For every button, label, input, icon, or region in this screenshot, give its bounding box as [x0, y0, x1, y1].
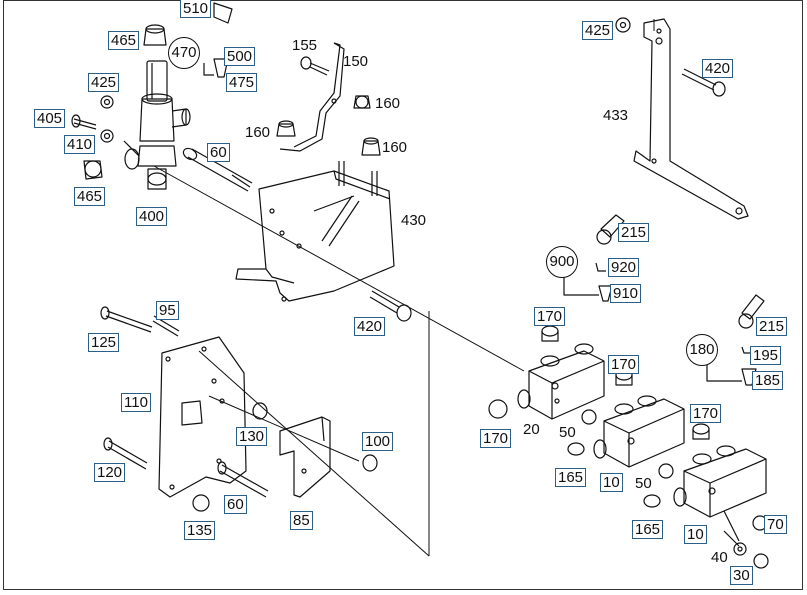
callout-170-left: 170	[480, 429, 512, 448]
guide-lines	[153, 19, 655, 557]
callout-20: 20	[523, 421, 540, 438]
bolt-60-upper	[182, 147, 253, 192]
callout-920: 920	[608, 258, 640, 277]
callout-60-top: 60	[207, 143, 230, 162]
callout-215-upper: 215	[618, 223, 650, 242]
callout-150: 150	[343, 53, 369, 70]
fittings	[563, 214, 765, 386]
callout-10-upper: 10	[600, 473, 623, 492]
bracket-150	[279, 42, 345, 152]
callout-425-left: 425	[88, 73, 120, 92]
callout-160-right: 160	[375, 95, 401, 112]
callout-195: 195	[750, 346, 782, 365]
callout-160-left: 160	[245, 124, 271, 141]
callout-910: 910	[610, 284, 642, 303]
bolt-420-center	[369, 290, 412, 322]
plugs-170-165-50	[488, 325, 769, 569]
callout-160-lower: 160	[382, 139, 408, 156]
callout-70: 70	[764, 515, 787, 534]
callout-430: 430	[401, 212, 427, 229]
callout-30: 30	[730, 566, 753, 585]
callout-465-left: 465	[74, 187, 106, 206]
callout-405: 405	[34, 109, 66, 128]
callout-60-lower: 60	[224, 495, 247, 514]
callout-170-right: 170	[690, 404, 722, 423]
bracket-85	[279, 416, 331, 498]
callout-475: 475	[226, 73, 258, 92]
callout-130: 130	[236, 427, 268, 446]
bolts-lower-left	[100, 306, 378, 512]
callout-170-mid: 170	[608, 355, 640, 374]
callout-433: 433	[603, 107, 629, 124]
bolt-420-right	[681, 68, 726, 97]
callout-10-lower: 10	[684, 525, 707, 544]
callout-170-top: 170	[534, 307, 566, 326]
callout-165-lower: 165	[632, 520, 664, 539]
valve-assembly-400	[123, 60, 191, 190]
plate-110	[158, 336, 247, 498]
callout-215-lower: 215	[756, 317, 788, 336]
callout-410: 410	[64, 135, 96, 154]
callout-110: 110	[121, 393, 151, 412]
valve-block-middle	[593, 395, 685, 468]
main-bracket-430	[235, 161, 395, 302]
callout-155: 155	[292, 37, 318, 54]
callout-165-upper: 165	[555, 468, 587, 487]
top-left-hardware	[71, 2, 233, 180]
callout-125: 125	[88, 333, 120, 352]
parts-exploded-view	[71, 2, 769, 569]
callout-510: 510	[180, 0, 212, 18]
washer-425-right	[615, 17, 631, 33]
callout-85: 85	[290, 511, 313, 530]
valve-block-lower	[673, 445, 767, 518]
callout-95: 95	[156, 301, 179, 320]
callout-425-right: 425	[582, 21, 614, 40]
callout-500: 500	[224, 47, 256, 66]
callout-420-center: 420	[354, 317, 386, 336]
callout-135: 135	[184, 521, 216, 540]
valve-block-upper	[517, 343, 605, 420]
callout-465-top: 465	[108, 31, 140, 50]
callout-120: 120	[94, 463, 126, 482]
callout-50-lower: 50	[635, 475, 652, 492]
callout-420-right: 420	[702, 59, 734, 78]
bracket-433	[633, 18, 749, 220]
bolt-155	[300, 56, 330, 76]
callout-900: 900	[546, 246, 578, 278]
callout-40: 40	[711, 549, 728, 566]
callout-180: 180	[686, 334, 718, 366]
callout-470: 470	[168, 37, 200, 69]
callout-185: 185	[752, 371, 784, 390]
diagram-frame: 510 465 470 500 475 155 150 425 160 405 …	[3, 0, 803, 590]
callout-50-upper: 50	[559, 424, 576, 441]
nuts-160	[276, 95, 381, 156]
callout-400: 400	[136, 207, 168, 226]
callout-100: 100	[362, 432, 394, 451]
